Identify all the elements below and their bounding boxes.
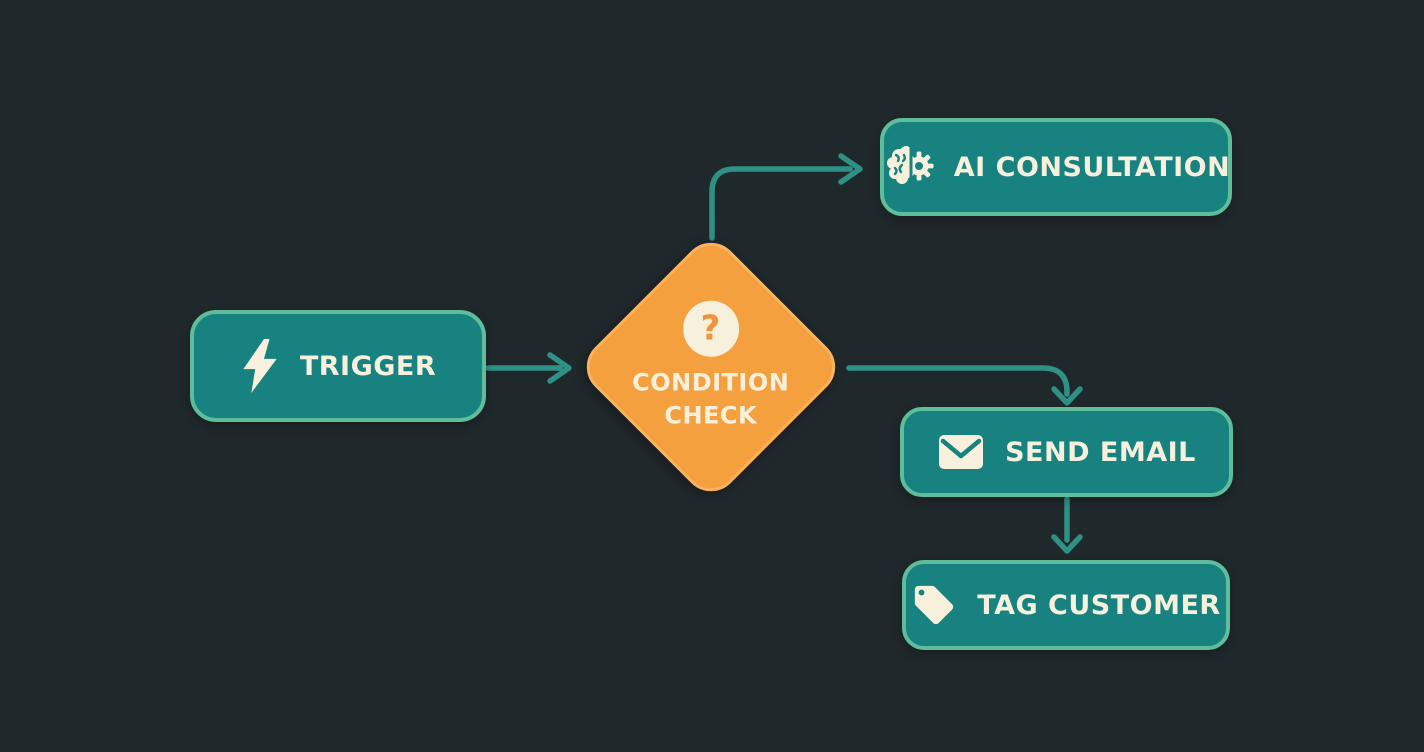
node-trigger-label: TRIGGER bbox=[299, 350, 437, 382]
edge-condition-to-send-email bbox=[846, 365, 1083, 406]
node-ai-consultation[interactable]: AI CONSULTATION bbox=[880, 118, 1232, 216]
edge-send-email-to-tag-customer bbox=[1051, 496, 1083, 554]
brain-gear-icon bbox=[882, 141, 934, 193]
node-trigger[interactable]: TRIGGER bbox=[190, 310, 486, 422]
node-send-email-label: SEND EMAIL bbox=[1005, 436, 1196, 468]
question-mark-badge: ? bbox=[683, 301, 739, 357]
condition-check-content: ? CONDITION CHECK bbox=[632, 301, 790, 433]
node-condition-label: CONDITION CHECK bbox=[632, 369, 790, 430]
envelope-icon bbox=[937, 433, 985, 471]
node-tag-customer[interactable]: TAG CUSTOMER bbox=[902, 560, 1230, 650]
edge-trigger-to-condition bbox=[485, 352, 572, 384]
node-send-email[interactable]: SEND EMAIL bbox=[900, 407, 1233, 497]
node-ai-consultation-label: AI CONSULTATION bbox=[953, 151, 1231, 183]
lightning-icon bbox=[240, 339, 280, 393]
node-tag-customer-label: TAG CUSTOMER bbox=[977, 589, 1221, 621]
edge-condition-to-ai-consultation bbox=[709, 153, 863, 241]
tag-icon bbox=[911, 582, 957, 628]
node-condition-check[interactable]: ? CONDITION CHECK bbox=[575, 231, 847, 503]
